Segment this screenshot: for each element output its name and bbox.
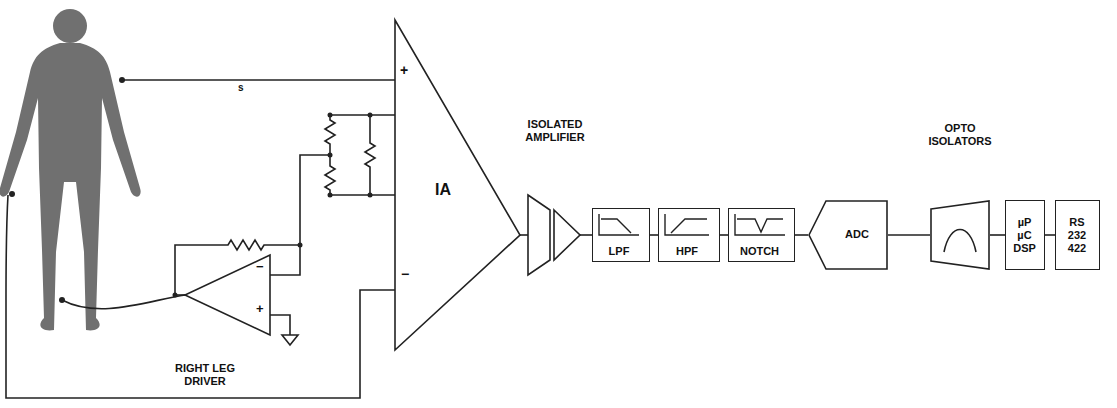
wire xyxy=(330,115,395,195)
shape-outline xyxy=(809,201,887,269)
minus-lead xyxy=(6,195,395,398)
block-label: µP µC DSP xyxy=(1010,216,1039,255)
junction-dot xyxy=(368,113,373,118)
filter-box: HPF xyxy=(658,208,720,262)
signal-line xyxy=(650,234,658,236)
junction-dots xyxy=(9,77,373,303)
junction-dot xyxy=(328,113,333,118)
shape-outline xyxy=(185,255,270,335)
response-curve xyxy=(599,214,639,235)
wire xyxy=(270,315,290,335)
junction-dot xyxy=(173,293,178,298)
amplifier-triangle-outline xyxy=(395,20,520,350)
electrode xyxy=(9,191,15,197)
wire xyxy=(300,155,330,245)
filter-response-icon xyxy=(729,211,789,239)
response-curve xyxy=(735,214,785,235)
pin-sign: + xyxy=(400,62,408,78)
filter-response-icon xyxy=(659,211,719,239)
shape-outline xyxy=(944,230,976,253)
response-curve xyxy=(665,214,709,235)
filter-box: NOTCH xyxy=(728,208,795,262)
feedback-resistor xyxy=(175,240,300,295)
filter-box: LPF xyxy=(592,208,650,262)
electrode xyxy=(119,77,125,83)
figure-head xyxy=(53,9,87,43)
block-label: HPF xyxy=(659,245,715,258)
signal-line xyxy=(888,234,930,236)
signal-line xyxy=(795,234,808,236)
block-label: OPTO ISOLATORS xyxy=(920,122,1000,148)
ground-symbol xyxy=(282,335,298,345)
shape-outline xyxy=(931,201,989,269)
signal-line xyxy=(990,234,1005,236)
resistor-symbol xyxy=(365,115,375,195)
block-label: RS 232 422 xyxy=(1062,216,1092,255)
figure-body xyxy=(0,43,141,330)
signal-line xyxy=(520,234,528,236)
stray-mark: s xyxy=(238,82,244,93)
junction-dot xyxy=(368,193,373,198)
isolation-amplifier: ISOLATED AMPLIFIER xyxy=(505,118,605,280)
shape-outline xyxy=(528,195,550,275)
plus-lead xyxy=(122,79,395,81)
resistor-symbol xyxy=(325,115,335,195)
pin-sign: − xyxy=(401,266,409,282)
filter-response-icon xyxy=(593,211,653,239)
block-label: ISOLATED AMPLIFIER xyxy=(517,118,593,144)
wire xyxy=(270,245,300,275)
adc-block: ADC xyxy=(808,200,888,270)
block-label: ADC xyxy=(830,228,884,241)
junction-dot xyxy=(298,243,303,248)
junction-dot xyxy=(328,193,333,198)
block-label: IA xyxy=(423,180,463,199)
amplifier-triangle: IA xyxy=(395,20,520,350)
block-label: RIGHT LEG DRIVER xyxy=(160,362,250,388)
isolation-amplifier-outline xyxy=(528,195,580,275)
opto-isolator-outline xyxy=(930,200,990,270)
opto-isolator: OPTO ISOLATORS xyxy=(920,122,1000,272)
pin-sign: − xyxy=(256,259,264,274)
block-label: NOTCH xyxy=(729,245,790,258)
wires xyxy=(6,80,395,398)
signal-line xyxy=(580,234,592,236)
junction-dot xyxy=(328,153,333,158)
leg-lead xyxy=(62,295,185,309)
block-label: LPF xyxy=(593,245,645,258)
pin-sign: + xyxy=(256,301,264,316)
human-figure xyxy=(0,9,141,330)
signal-line xyxy=(720,234,728,236)
electrode xyxy=(59,297,65,303)
shape-outline xyxy=(395,20,520,350)
processor-box: µP µC DSP xyxy=(1005,200,1045,270)
interface-box: RS 232 422 xyxy=(1055,200,1100,270)
opamp-triangle: RIGHT LEG DRIVER xyxy=(150,255,275,395)
signal-line xyxy=(1045,234,1055,236)
shape-outline xyxy=(554,210,580,260)
